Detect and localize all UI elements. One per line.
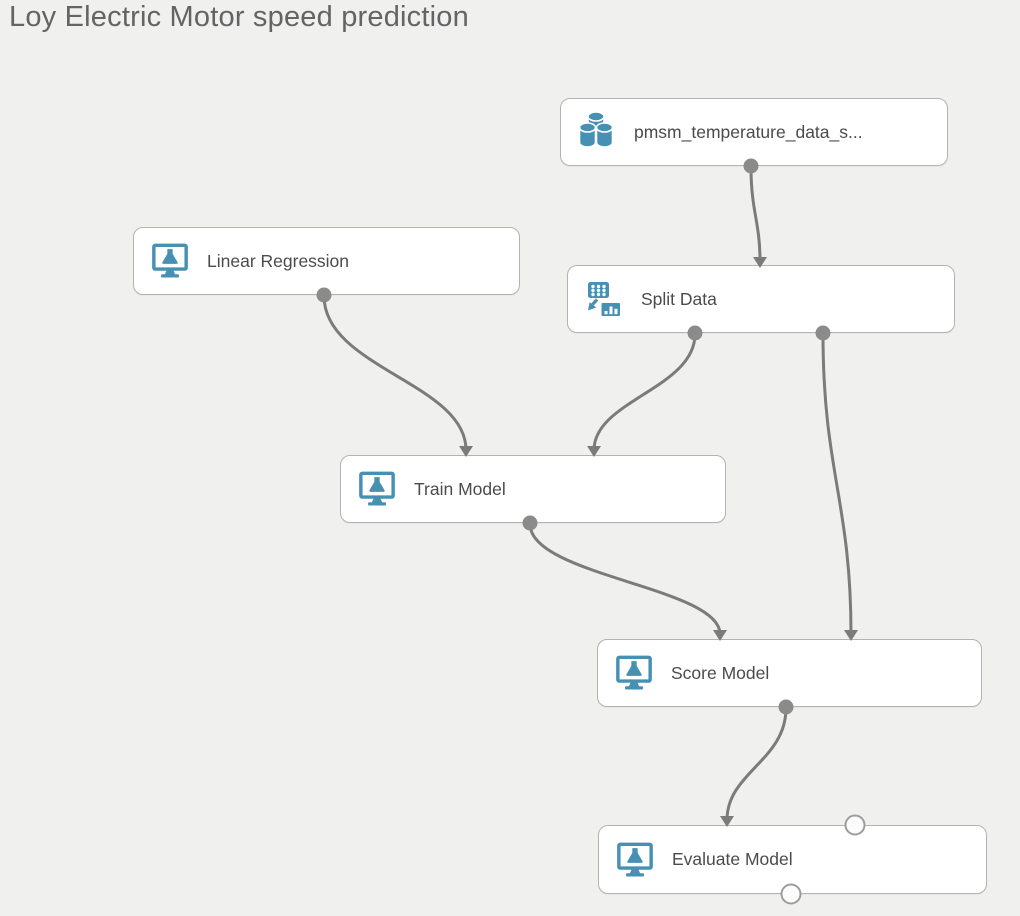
node-evaluate-model[interactable]: Evaluate Model <box>598 825 987 894</box>
edge-score-to-evaluate[interactable] <box>725 706 788 822</box>
node-label: Train Model <box>414 478 506 499</box>
ml-module-icon <box>357 469 397 509</box>
node-split-data[interactable]: Split Data <box>567 265 955 333</box>
edge-linear-regression-to-train[interactable] <box>322 294 468 452</box>
ml-module-icon <box>614 653 654 693</box>
ml-module-icon <box>150 241 190 281</box>
edge-split-to-train[interactable] <box>592 332 697 452</box>
node-label: Score Model <box>671 662 770 683</box>
database-icon <box>577 112 617 152</box>
node-train-model[interactable]: Train Model <box>340 455 726 523</box>
node-label: Linear Regression <box>207 250 350 271</box>
node-score-model[interactable]: Score Model <box>597 639 982 707</box>
node-dataset[interactable]: pmsm_temperature_data_s... <box>560 98 948 166</box>
edge-split-to-score[interactable] <box>821 332 853 636</box>
split-data-icon <box>584 279 624 319</box>
edge-train-to-score[interactable] <box>528 522 722 636</box>
node-label: Evaluate Model <box>672 849 793 869</box>
ml-module-icon <box>615 840 655 880</box>
node-linear-regression[interactable]: Linear Regression <box>133 227 520 295</box>
node-label: Split Data <box>641 288 717 309</box>
experiment-title: Loy Electric Motor speed prediction <box>9 1 469 33</box>
edge-dataset-to-split[interactable] <box>749 165 762 263</box>
node-label: pmsm_temperature_data_s... <box>634 121 863 142</box>
